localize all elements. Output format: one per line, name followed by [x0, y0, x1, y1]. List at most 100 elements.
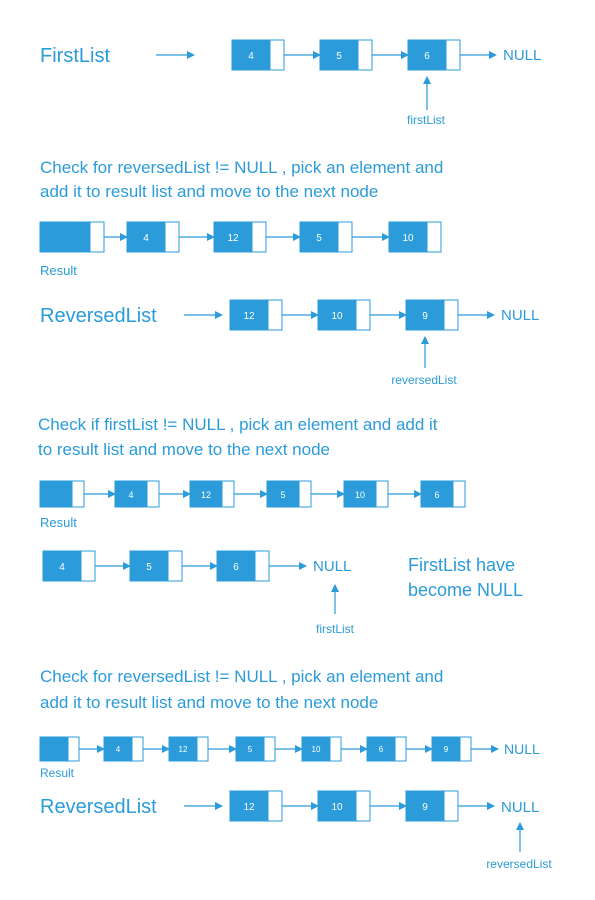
- node-next-cell: [355, 790, 371, 822]
- node-next-cell: [269, 39, 285, 71]
- node-next-cell: [267, 790, 283, 822]
- result-label: Result: [40, 766, 75, 780]
- null-label: NULL: [503, 47, 541, 64]
- node-next-cell: [164, 221, 180, 253]
- first-list-pointer-label: firstList: [407, 113, 446, 127]
- step-0-first-list: FirstList 4 5 6 NULL firstList: [40, 39, 541, 127]
- node-value-cell: [39, 221, 91, 253]
- node-value: 5: [280, 490, 285, 500]
- result-label: Result: [40, 515, 77, 530]
- null-label: NULL: [501, 799, 539, 816]
- node-next-cell: [254, 550, 270, 582]
- node-value: 5: [146, 562, 152, 573]
- node-value: 5: [248, 745, 253, 754]
- node-next-cell: [394, 736, 407, 762]
- result-list: 4 12 5 10 Result: [39, 221, 442, 278]
- reversed-list-name: ReversedList: [40, 305, 157, 327]
- step-caption-line: add it to result list and move to the ne…: [40, 693, 378, 712]
- node-value-cell: [301, 736, 331, 762]
- list-node-head: [39, 221, 105, 253]
- node-value: 5: [316, 233, 322, 244]
- node-value: 5: [336, 51, 342, 62]
- list-node: 10: [317, 299, 371, 331]
- node-value: 6: [379, 745, 384, 754]
- node-value-cell: [431, 736, 461, 762]
- step-caption-line: add it to result list and move to the ne…: [40, 182, 378, 201]
- node-value-cell: [126, 221, 166, 253]
- node-value-cell: [114, 480, 148, 508]
- node-value-cell: [317, 299, 357, 331]
- node-next-cell: [298, 480, 312, 508]
- node-value: 12: [243, 802, 255, 813]
- list-node: 5: [266, 480, 312, 508]
- list-node: 4: [231, 39, 285, 71]
- node-next-cell: [426, 221, 442, 253]
- first-list: 4 5 6 NULL firstList: [42, 550, 355, 636]
- list-node: 12: [229, 299, 283, 331]
- node-value: 12: [201, 490, 211, 500]
- node-value: 4: [143, 233, 149, 244]
- node-value: 10: [331, 802, 343, 813]
- list-node: 5: [319, 39, 373, 71]
- node-next-cell: [67, 736, 80, 762]
- list-node: 12: [213, 221, 267, 253]
- list-node: 4: [103, 736, 144, 762]
- node-value: 9: [422, 802, 428, 813]
- node-next-cell: [337, 221, 353, 253]
- list-node: 6: [407, 39, 461, 71]
- node-value: 12: [243, 311, 255, 322]
- node-next-cell: [251, 221, 267, 253]
- node-next-cell: [443, 790, 459, 822]
- list-node: 12: [168, 736, 209, 762]
- list-node: 12: [189, 480, 235, 508]
- node-value: 10: [402, 233, 414, 244]
- null-label: NULL: [504, 741, 540, 757]
- node-next-cell: [80, 550, 96, 582]
- list-node: 6: [216, 550, 270, 582]
- list-node: 5: [129, 550, 183, 582]
- reversed-list-pointer-label: reversedList: [391, 373, 457, 387]
- node-next-cell: [196, 736, 209, 762]
- first-list-pointer-label: firstList: [316, 622, 355, 636]
- node-next-cell: [375, 480, 389, 508]
- list-node: 10: [343, 480, 389, 508]
- node-value: 12: [227, 233, 239, 244]
- node-next-cell: [221, 480, 235, 508]
- node-next-cell: [452, 480, 466, 508]
- node-next-cell: [267, 299, 283, 331]
- node-value: 6: [424, 51, 430, 62]
- node-value: 6: [434, 490, 439, 500]
- node-next-cell: [131, 736, 144, 762]
- node-value-cell: [103, 736, 133, 762]
- node-value: 10: [312, 745, 321, 754]
- node-value: 10: [355, 490, 365, 500]
- first-list-null-note: become NULL: [408, 580, 523, 600]
- reversed-list-pointer-label: reversedList: [486, 857, 552, 871]
- list-node: 9: [405, 299, 459, 331]
- null-label: NULL: [313, 558, 351, 575]
- step-2: Check if firstList != NULL , pick an ele…: [38, 415, 523, 636]
- node-value-cell: [388, 221, 428, 253]
- node-next-cell: [71, 480, 85, 508]
- node-next-cell: [459, 736, 472, 762]
- list-node: 4: [126, 221, 180, 253]
- node-value: 12: [179, 745, 188, 754]
- reversed-list-name: ReversedList: [40, 796, 157, 818]
- node-value-cell: [405, 790, 445, 822]
- node-value: 9: [422, 311, 428, 322]
- list-node: 10: [388, 221, 442, 253]
- list-node: 9: [431, 736, 472, 762]
- step-1: Check for reversedList != NULL , pick an…: [39, 158, 539, 387]
- step-caption-line: Check if firstList != NULL , pick an ele…: [38, 415, 438, 434]
- first-list-name: FirstList: [40, 45, 110, 67]
- node-next-cell: [263, 736, 276, 762]
- node-value: 10: [331, 311, 343, 322]
- list-node: 12: [229, 790, 283, 822]
- node-next-cell: [357, 39, 373, 71]
- list-node: 6: [420, 480, 466, 508]
- node-value: 9: [444, 745, 449, 754]
- list-node-head: [39, 480, 85, 508]
- node-value-cell: [229, 299, 269, 331]
- node-value-cell: [39, 736, 69, 762]
